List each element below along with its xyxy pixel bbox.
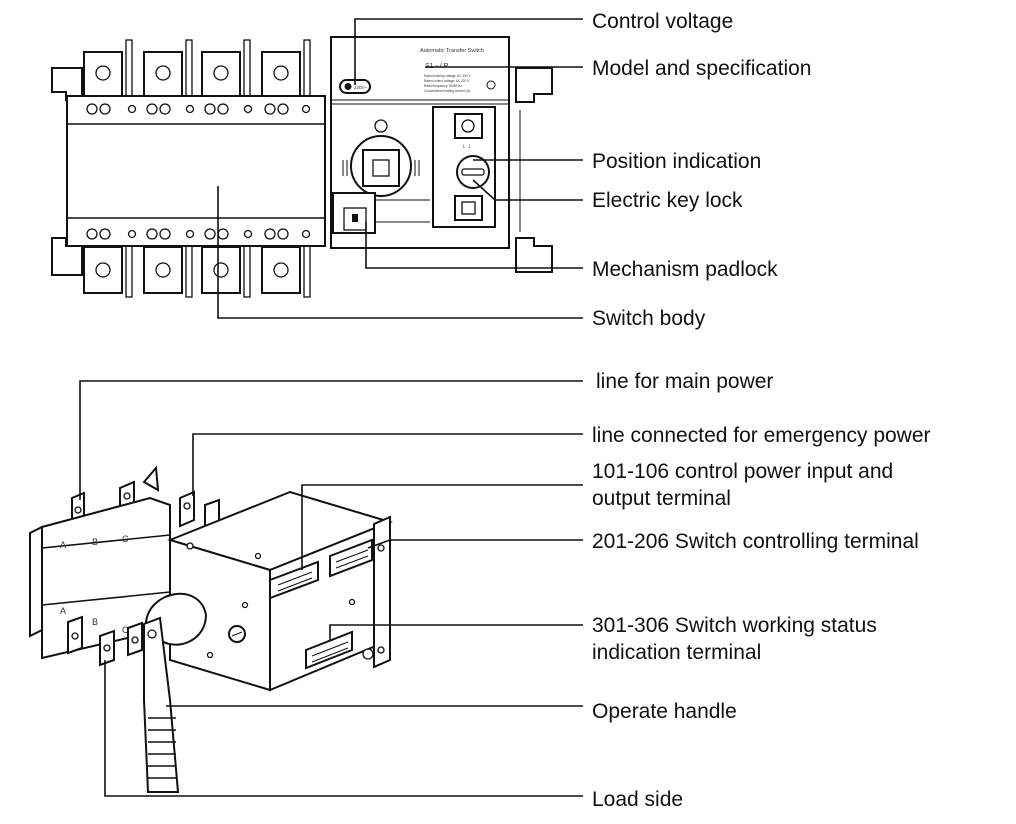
label-status-terminal-line1: 301-306 Switch working status [592, 614, 877, 637]
label-model-spec: Model and specification [592, 57, 811, 80]
nameplate-spec-1: Rated working voltage: AC 400 V [424, 74, 472, 78]
phase-letter-bottom-a: A [60, 606, 66, 616]
label-mechanism-padlock: Mechanism padlock [592, 258, 778, 281]
label-switch-controlling-terminal: 201-206 Switch controlling terminal [592, 530, 919, 553]
label-position-indication: Position indication [592, 150, 761, 173]
label-control-terminal-line1: 101-106 control power input and [592, 460, 893, 483]
bottom-leader-lines [79, 380, 583, 797]
label-operate-handle: Operate handle [592, 700, 737, 723]
screw-row-bottom [86, 228, 311, 240]
label-load-side: Load side [592, 788, 683, 811]
nameplate-spec-4: Conventional heating current (A): [424, 89, 471, 93]
label-switch-body: Switch body [592, 307, 706, 330]
bottom-switch-isometric-view: A B C A B C [29, 465, 394, 793]
svg-text:↓ ↓: ↓ ↓ [462, 143, 471, 150]
label-emergency-power: line connected for emergency power [592, 424, 931, 447]
label-electric-key-lock: Electric key lock [592, 189, 743, 212]
label-control-voltage: Control voltage [592, 10, 733, 33]
terminal-block-201-206 [329, 538, 373, 578]
nameplate-title: Automatic Transfer Switch [420, 48, 484, 54]
nameplate-spec-2: Rated control voltage: AC 220 V [424, 79, 470, 83]
phase-letter-top-c: C [122, 534, 129, 544]
phase-letter-bottom-c: C [122, 625, 129, 635]
certification-mark-icon [486, 80, 496, 90]
nameplate-spec-3: Rated frequency: 50/60 Hz [424, 84, 462, 88]
label-control-terminal-line2: output terminal [592, 487, 731, 510]
screw-row-top [86, 103, 311, 115]
top-leader-lines [217, 18, 583, 319]
top-switch-front-view: Automatic Transfer Switch S1 - / P Rated… [51, 36, 553, 298]
label-status-terminal-line2: indication terminal [592, 641, 761, 664]
switch-body [66, 95, 326, 247]
phase-letter-bottom-b: B [92, 617, 98, 627]
lower-terminal-tabs [67, 615, 143, 667]
terminal-block-301-306 [305, 630, 353, 670]
operate-handle [143, 592, 208, 793]
svg-text:220V~: 220V~ [354, 85, 368, 90]
phase-letter-top-b: B [92, 537, 98, 547]
top-terminals-lower [83, 244, 311, 298]
label-main-power: line for main power [596, 370, 773, 393]
position-indicator [342, 135, 420, 197]
phase-letter-top-a: A [60, 540, 66, 550]
top-terminals-upper [83, 39, 311, 101]
